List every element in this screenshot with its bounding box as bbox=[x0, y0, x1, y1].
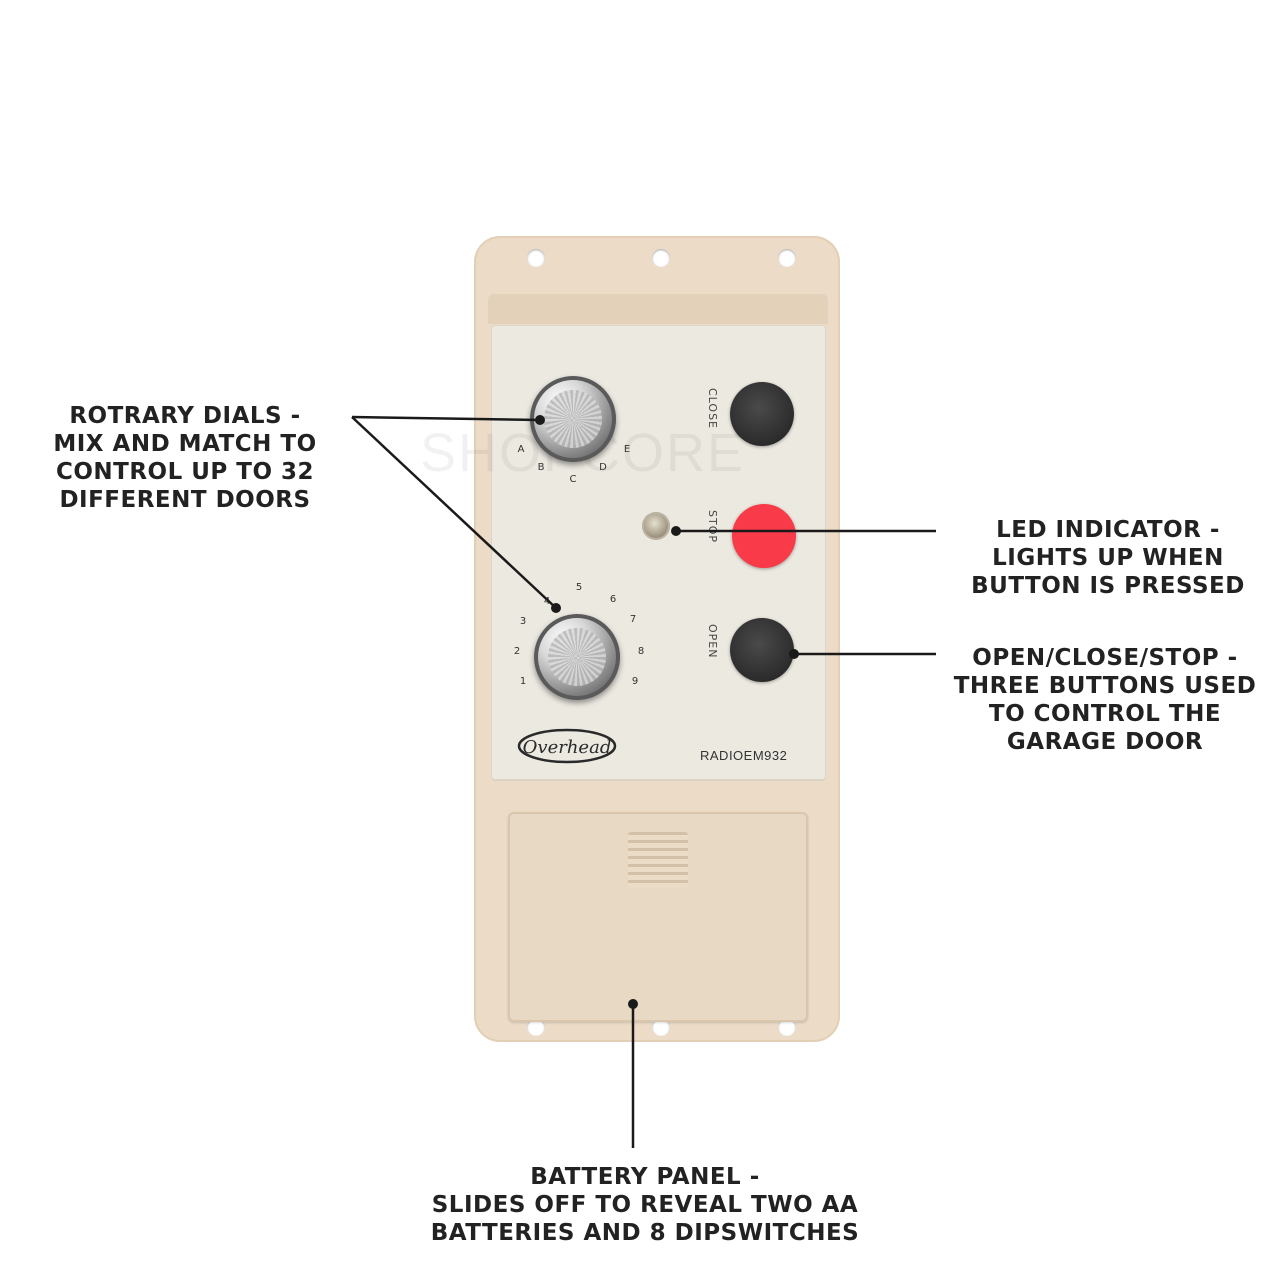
leader-dot-dials-bottom bbox=[551, 603, 561, 613]
callout-battery-line: BATTERY PANEL - bbox=[530, 1164, 760, 1190]
open-button-label: OPEN bbox=[706, 624, 719, 659]
stop-button[interactable] bbox=[732, 504, 796, 568]
callout-dials-line: CONTROL UP TO 32 bbox=[55, 459, 315, 485]
number-rotary-dial[interactable] bbox=[534, 614, 620, 700]
led-indicator bbox=[642, 512, 670, 540]
housing-top-lip bbox=[488, 294, 828, 324]
callout-control-buttons: OPEN/CLOSE/STOP - THREE BUTTONS USED TO … bbox=[940, 644, 1270, 756]
dial-mark-b: B bbox=[537, 462, 545, 473]
dial-mark-3: 3 bbox=[519, 616, 527, 627]
brand-logo: Overhead bbox=[517, 728, 617, 764]
callout-led-line: BUTTON IS PRESSED bbox=[971, 573, 1245, 599]
dial-mark-7: 7 bbox=[629, 614, 637, 625]
mounting-hole-top-center bbox=[652, 249, 670, 267]
dial-mark-d: D bbox=[599, 462, 607, 473]
open-button[interactable] bbox=[730, 618, 794, 682]
brand-logo-text: Overhead bbox=[523, 737, 612, 758]
mounting-hole-bottom-left bbox=[527, 1018, 545, 1036]
dial-mark-2: 2 bbox=[513, 646, 521, 657]
mounting-hole-top-left bbox=[527, 249, 545, 267]
leader-line-dials-top bbox=[351, 415, 541, 422]
model-number: RADIOEM932 bbox=[700, 748, 788, 763]
close-button-label: CLOSE bbox=[706, 388, 719, 430]
callout-buttons-line: GARAGE DOOR bbox=[1006, 729, 1204, 755]
dial-mark-5: 5 bbox=[575, 582, 583, 593]
callout-led-line: LED INDICATOR - bbox=[996, 517, 1220, 543]
dial-mark-e: E bbox=[623, 444, 631, 455]
callout-buttons-line: TO CONTROL THE bbox=[988, 701, 1222, 727]
leader-dot-battery bbox=[628, 999, 638, 1009]
letter-rotary-dial[interactable] bbox=[530, 376, 616, 462]
dial-mark-a: A bbox=[517, 444, 525, 455]
dial-mark-4: 4 bbox=[543, 596, 551, 607]
callout-buttons-line: OPEN/CLOSE/STOP - bbox=[972, 645, 1238, 671]
callout-battery-line: SLIDES OFF TO REVEAL TWO AA bbox=[431, 1192, 859, 1218]
mounting-hole-top-right bbox=[778, 249, 796, 267]
callout-dials-line: ROTRARY DIALS - bbox=[69, 403, 301, 429]
callout-battery-panel: BATTERY PANEL - SLIDES OFF TO REVEAL TWO… bbox=[405, 1163, 885, 1247]
leader-dot-buttons bbox=[789, 649, 799, 659]
leader-dot-dials-top bbox=[535, 415, 545, 425]
battery-panel-grip[interactable] bbox=[628, 832, 688, 888]
dial-mark-1: 1 bbox=[519, 676, 527, 687]
dial-mark-c: C bbox=[569, 474, 577, 485]
callout-rotary-dials: ROTRARY DIALS - MIX AND MATCH TO CONTROL… bbox=[40, 402, 330, 514]
callout-battery-line: BATTERIES AND 8 DIPSWITCHES bbox=[430, 1220, 860, 1246]
leader-dot-led bbox=[671, 526, 681, 536]
callout-dials-line: DIFFERENT DOORS bbox=[59, 487, 311, 513]
mounting-hole-bottom-right bbox=[778, 1018, 796, 1036]
close-button[interactable] bbox=[730, 382, 794, 446]
leader-line-dials-bottom bbox=[351, 416, 557, 609]
callout-led-indicator: LED INDICATOR - LIGHTS UP WHEN BUTTON IS… bbox=[948, 516, 1268, 600]
callout-buttons-line: THREE BUTTONS USED bbox=[953, 673, 1257, 699]
dial-mark-8: 8 bbox=[637, 646, 645, 657]
stop-button-label: STOP bbox=[706, 510, 719, 543]
callout-led-line: LIGHTS UP WHEN bbox=[992, 545, 1224, 571]
callout-dials-line: MIX AND MATCH TO bbox=[53, 431, 317, 457]
mounting-hole-bottom-center bbox=[652, 1018, 670, 1036]
dial-mark-9: 9 bbox=[631, 676, 639, 687]
dial-mark-6: 6 bbox=[609, 594, 617, 605]
